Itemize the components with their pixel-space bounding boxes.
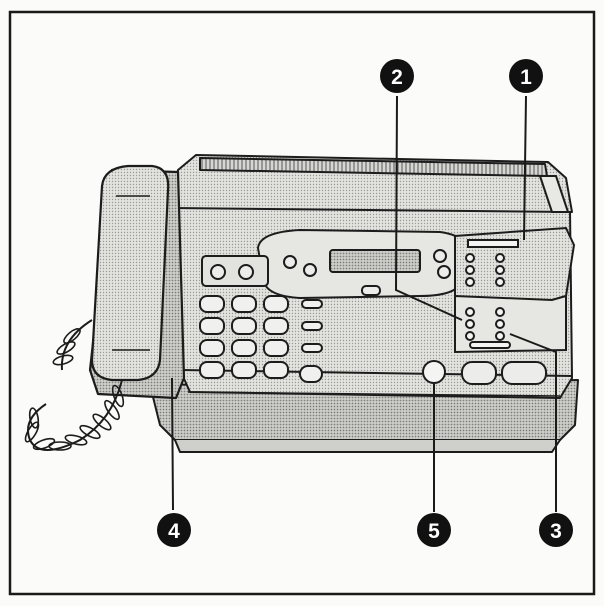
bottom-right-keys: [461, 361, 547, 385]
control-panel: [201, 228, 470, 300]
keypad: [199, 295, 323, 383]
callout-4-badge: [157, 513, 191, 547]
leader-line-3: [509, 333, 557, 512]
callout-5: 5: [417, 513, 451, 547]
leader-line-1: [523, 95, 527, 241]
panel-button: [283, 255, 297, 269]
panel-button: [238, 264, 254, 280]
callout-3-label: 3: [550, 520, 562, 543]
callout-4-label: 4: [168, 520, 180, 543]
panel-button: [361, 285, 381, 296]
lcd-display: [329, 249, 421, 273]
coiled-cord: [24, 319, 125, 451]
panel-button: [210, 264, 226, 280]
panel-button: [303, 263, 317, 277]
leader-line-2: [394, 95, 463, 321]
panel-button: [437, 265, 451, 279]
panel-button: [433, 249, 447, 263]
callout-5-badge: [417, 513, 451, 547]
diagram-frame: [8, 10, 596, 596]
leader-line-4: [171, 377, 174, 511]
callout-1-label: 1: [520, 66, 532, 89]
callout-2-label: 2: [391, 66, 403, 89]
callout-1-badge: [509, 59, 543, 93]
callout-5-label: 5: [428, 520, 440, 543]
callout-2-badge: [380, 59, 414, 93]
callout-1: 1: [509, 59, 543, 93]
start-button: [422, 360, 446, 384]
callout-3-badge: [539, 513, 573, 547]
leader-lines: [171, 95, 557, 512]
handset: [88, 164, 186, 400]
callout-4: 4: [157, 513, 191, 547]
callout-3: 3: [539, 513, 573, 547]
one-touch-panel: [454, 226, 576, 354]
callout-2: 2: [380, 59, 414, 93]
